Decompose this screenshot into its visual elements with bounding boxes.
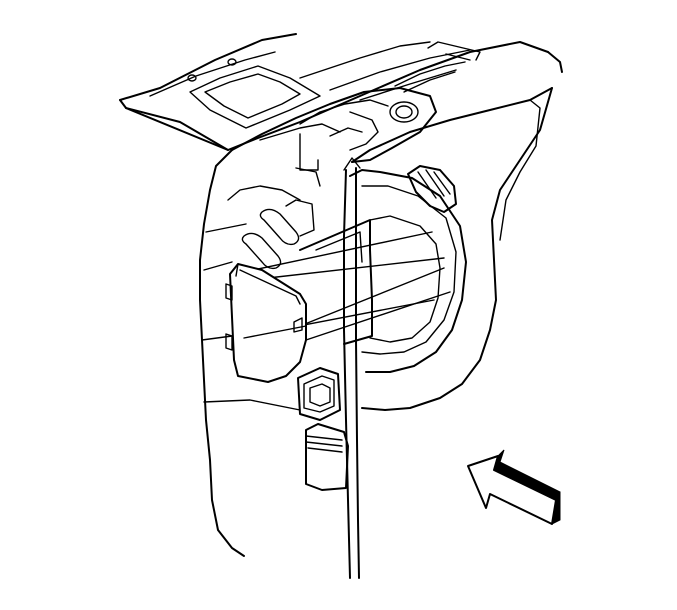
- dash-left-side-panel: [199, 149, 321, 557]
- dash-top-panel: [119, 33, 549, 151]
- lower-side-bracket: [305, 423, 349, 491]
- side-vent: [407, 165, 457, 213]
- dash-opening: [299, 219, 373, 345]
- dash-right-bezel: [349, 51, 563, 411]
- glovebox-cover-panel: [225, 263, 307, 383]
- center-vent-block: [231, 87, 437, 171]
- lower-switch-block: [297, 367, 341, 421]
- door-pillar-trim: [343, 157, 361, 579]
- arrow-icon: [467, 449, 561, 525]
